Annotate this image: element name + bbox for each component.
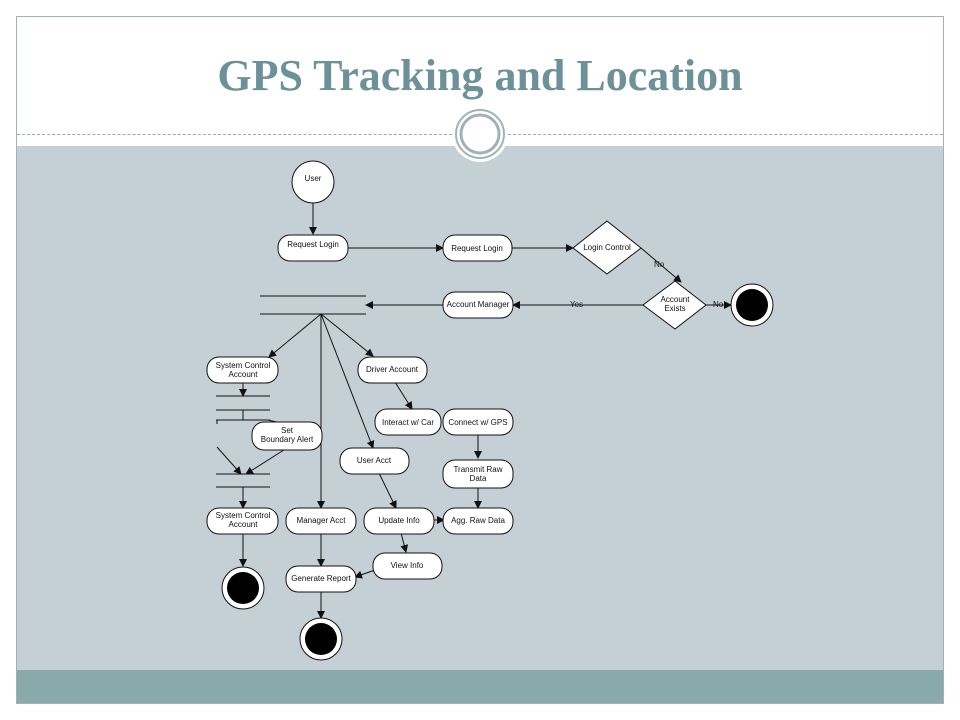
edge-fork-driver-account (320, 313, 374, 357)
edge-driver-interact (394, 381, 413, 410)
label-account-exists-2: Exists (664, 304, 685, 313)
label-user-acct: User Acct (357, 456, 392, 465)
node-request-login-1 (277, 234, 349, 262)
edge-view-generate (354, 569, 376, 579)
label-view-info: View Info (391, 561, 424, 570)
activity-nodes (206, 234, 514, 593)
node-login-control (572, 220, 642, 275)
label-interact-car: Interact w/ Car (382, 418, 434, 427)
title-divider-right (503, 134, 943, 135)
node-interact-car (374, 408, 442, 436)
node-set-boundary (251, 421, 323, 451)
edge-set-boundary-join (245, 447, 288, 475)
node-user-label: User (305, 174, 322, 183)
node-connect-gps (442, 408, 514, 436)
label-manager-acct: Manager Acct (297, 516, 347, 525)
footer-band (17, 670, 943, 703)
node-transmit-raw (442, 459, 514, 489)
edge-fork-user-acct (320, 313, 375, 449)
node-update-info (363, 507, 435, 535)
end-node-report (299, 617, 343, 661)
node-view-info (372, 552, 443, 580)
node-system-control-account-1 (206, 356, 279, 384)
label-system-control-1a: System Control (216, 361, 271, 370)
node-system-control-account-2 (206, 507, 279, 535)
label-system-control-2b: Account (229, 520, 259, 529)
edge-labels: No Yes No (570, 260, 724, 309)
end-nodes (221, 283, 774, 661)
node-user: User (291, 160, 335, 204)
title-divider-left (17, 134, 457, 135)
label-driver-account: Driver Account (366, 365, 419, 374)
label-connect-gps: Connect w/ GPS (448, 418, 507, 427)
label-set-boundary-2: Boundary Alert (261, 435, 314, 444)
label-agg-raw-data: Agg. Raw Data (451, 516, 505, 525)
edge-update-view (400, 532, 409, 553)
label-request-login-2: Request Login (451, 244, 503, 253)
node-agg-raw-data (442, 507, 514, 535)
sync-bars (216, 295, 366, 488)
decision-nodes (572, 220, 707, 330)
node-user-acct (339, 447, 410, 475)
label-transmit-raw-2: Data (470, 474, 487, 483)
edge-login-control-account-exists (640, 247, 682, 283)
edge-left-join (216, 446, 242, 475)
label-request-login-1: Request Login (287, 240, 339, 249)
node-account-manager (442, 291, 514, 319)
label-system-control-1b: Account (229, 370, 259, 379)
slide-title: GPS Tracking and Location (217, 51, 743, 100)
label-login-control: Login Control (583, 243, 631, 252)
end-node-system-control (221, 566, 265, 610)
node-generate-report (285, 565, 357, 593)
label-update-info: Update Info (378, 516, 420, 525)
node-labels: Request Login Request Login Login Contro… (216, 240, 691, 583)
node-driver-account (357, 356, 428, 384)
edge-label-no-2: No (713, 300, 724, 309)
edge-label-no-1: No (654, 260, 665, 269)
content-area (17, 146, 943, 670)
label-system-control-2a: System Control (216, 511, 271, 520)
node-manager-acct (285, 507, 357, 535)
end-node-no (730, 283, 774, 327)
label-set-boundary-1: Set (281, 426, 294, 435)
edge-label-yes: Yes (570, 300, 583, 309)
node-account-exists (642, 280, 707, 330)
edge-user-acct-update (378, 472, 397, 509)
label-transmit-raw-1: Transmit Raw (453, 465, 502, 474)
edge-fork-system-control (268, 313, 322, 358)
label-account-manager: Account Manager (447, 300, 510, 309)
title-ornament (452, 106, 508, 162)
label-generate-report: Generate Report (291, 574, 351, 583)
diagram-edges (216, 203, 732, 619)
label-account-exists-1: Account (661, 295, 691, 304)
node-request-login-2 (442, 234, 513, 262)
